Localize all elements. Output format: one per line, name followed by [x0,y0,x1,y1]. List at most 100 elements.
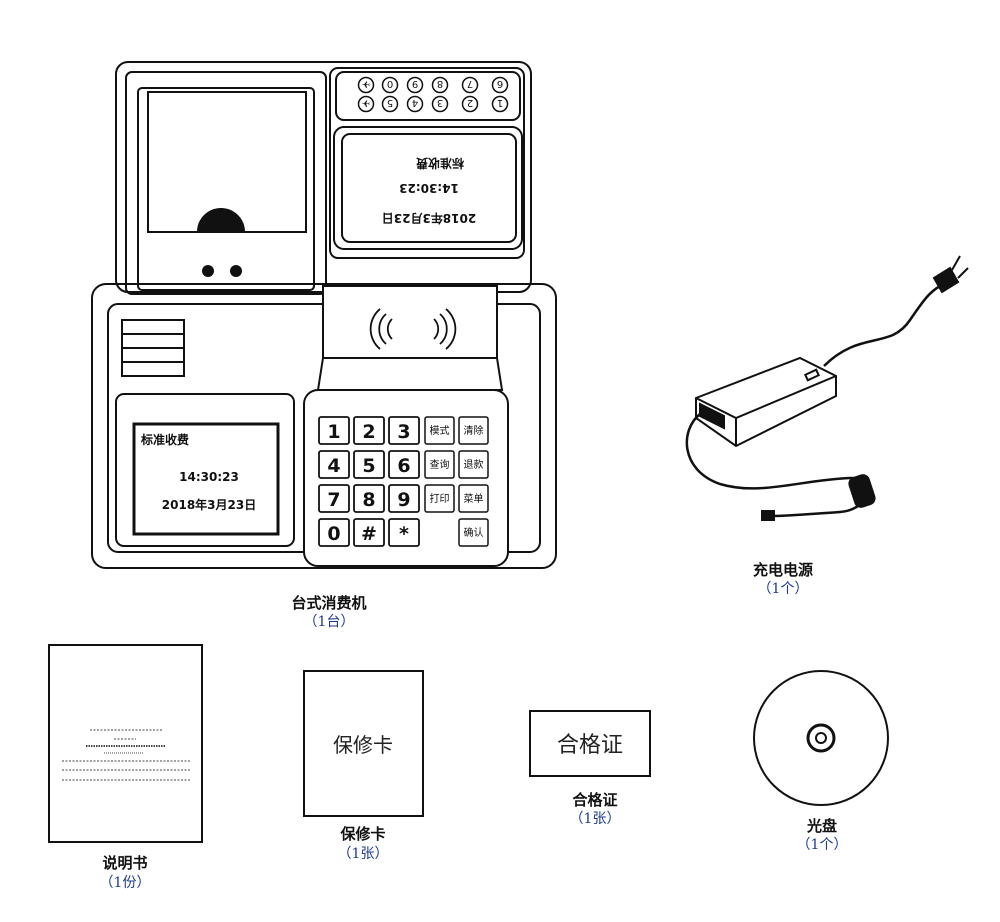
warranty-qty: （1张） [337,846,389,862]
keypad-function-key[interactable]: 清除 [458,416,489,445]
keypad-key-label: 0 [327,523,340,545]
rear-key-label: 9 [412,78,418,89]
warranty-card-cover [303,670,424,817]
terminal-name: 台式消费机 [291,594,367,612]
rear-key-label: ✈ [362,97,370,108]
certificate-cover [529,710,651,777]
keypad-function-label: 清除 [464,424,484,437]
manual-name: 说明书 [102,854,148,872]
rear-key-label: ✈ [362,78,370,89]
dc-cord [685,413,870,518]
keypad-key[interactable]: * [388,518,420,547]
keypad-key[interactable]: 4 [318,450,350,479]
ac-plug-body [932,266,960,294]
keypad-function-key[interactable]: 查询 [424,450,455,479]
keypad-key-label: 5 [362,455,375,477]
rear-left-panel [125,71,327,295]
keypad-key[interactable]: 5 [353,450,385,479]
keypad-key[interactable]: 6 [388,450,420,479]
keypad-key[interactable]: # [353,518,385,547]
nfc-reader-plate [322,285,498,359]
rear-key[interactable]: 5 [381,95,399,113]
rear-key-label: 7 [467,78,473,89]
keypad-key[interactable]: 1 [318,416,350,445]
keypad-key[interactable]: 0 [318,518,350,547]
keypad-function-label: 菜单 [464,493,484,505]
terminal-qty: （1台） [303,614,355,630]
rear-keypad-strip [335,71,521,121]
rear-key-label: 8 [437,78,443,89]
cord-ferrite [848,474,876,508]
led-left [202,265,214,277]
camera-frame [137,87,315,291]
keypad-key[interactable]: 9 [388,484,420,513]
led-right [230,265,242,277]
manual-text-lines [62,729,190,781]
keypad-key[interactable]: 2 [353,416,385,445]
rear-key[interactable]: 9 [406,76,424,94]
nfc-waves-icon [369,308,457,350]
rear-key-label: 2 [467,97,473,108]
rear-right-panel [329,67,525,259]
keypad-key-label: 4 [327,455,340,477]
keypad-key-label: 9 [397,489,410,511]
keypad-function-key[interactable]: 模式 [424,416,455,445]
dc-plug [761,510,775,521]
keypad-key-label: 6 [397,455,410,477]
disc-qty: （1个） [796,837,848,853]
rear-key-label: 0 [387,78,393,89]
rear-key[interactable]: 7 [461,76,479,94]
rear-key-label: 6 [497,78,503,89]
ac-plug-pins [951,255,969,279]
keypad-key[interactable]: 3 [388,416,420,445]
adapter-name: 充电电源 [752,561,814,579]
rear-key[interactable]: ✈ [357,76,375,94]
rear-display-bezel [333,126,523,250]
keypad-key-label: 8 [362,489,375,511]
front-display-time: 14:30:23 [179,470,239,484]
rear-key[interactable]: ✈ [357,95,375,113]
manual-qty: （1份） [99,875,151,891]
keypad-key[interactable]: 8 [353,484,385,513]
rear-key[interactable]: 3 [431,95,449,113]
speaker-grille [121,319,185,377]
front-housing [91,283,557,569]
keypad-key[interactable]: 7 [318,484,350,513]
keypad-function-label: 查询 [430,458,450,471]
keypad-function-key[interactable]: 打印 [424,484,455,513]
rear-key[interactable]: 8 [431,76,449,94]
rear-key[interactable]: 6 [491,76,509,94]
rear-key-label: 1 [497,97,503,108]
rear-display-date: 2018年3月23日 [382,211,476,226]
warranty-cover-text: 保修卡 [333,733,393,757]
keypad-key-label: 3 [397,421,410,443]
nfc-reader-base [317,357,504,391]
keypad-function-key[interactable]: 退款 [458,450,489,479]
keypad-function-key[interactable]: 菜单 [458,484,489,513]
rear-display-mode: 标准收费 [416,156,465,171]
rear-display-screen [341,133,517,243]
keypad-key-label: 1 [327,421,340,443]
rear-key[interactable]: 1 [491,95,509,113]
rear-key[interactable]: 4 [406,95,424,113]
keypad-key-label: 7 [327,489,340,511]
keypad-function-key[interactable]: 确认 [458,518,489,547]
rear-display-time: 14:30:23 [399,181,459,195]
camera-lens [196,208,246,233]
keypad-key-label: # [361,523,377,545]
keypad-function-label: 打印 [430,492,450,505]
instruction-manual [48,644,203,843]
software-disc [753,670,889,806]
keypad-key-label: * [399,523,409,545]
rear-key[interactable]: 0 [381,76,399,94]
rear-key[interactable]: 2 [461,95,479,113]
ac-cord [823,284,941,367]
disc-outer [753,670,889,806]
rear-key-label: 5 [387,97,393,108]
certificate-name: 合格证 [572,791,618,809]
warranty-name: 保修卡 [340,825,386,843]
adapter-indicator [803,368,821,382]
